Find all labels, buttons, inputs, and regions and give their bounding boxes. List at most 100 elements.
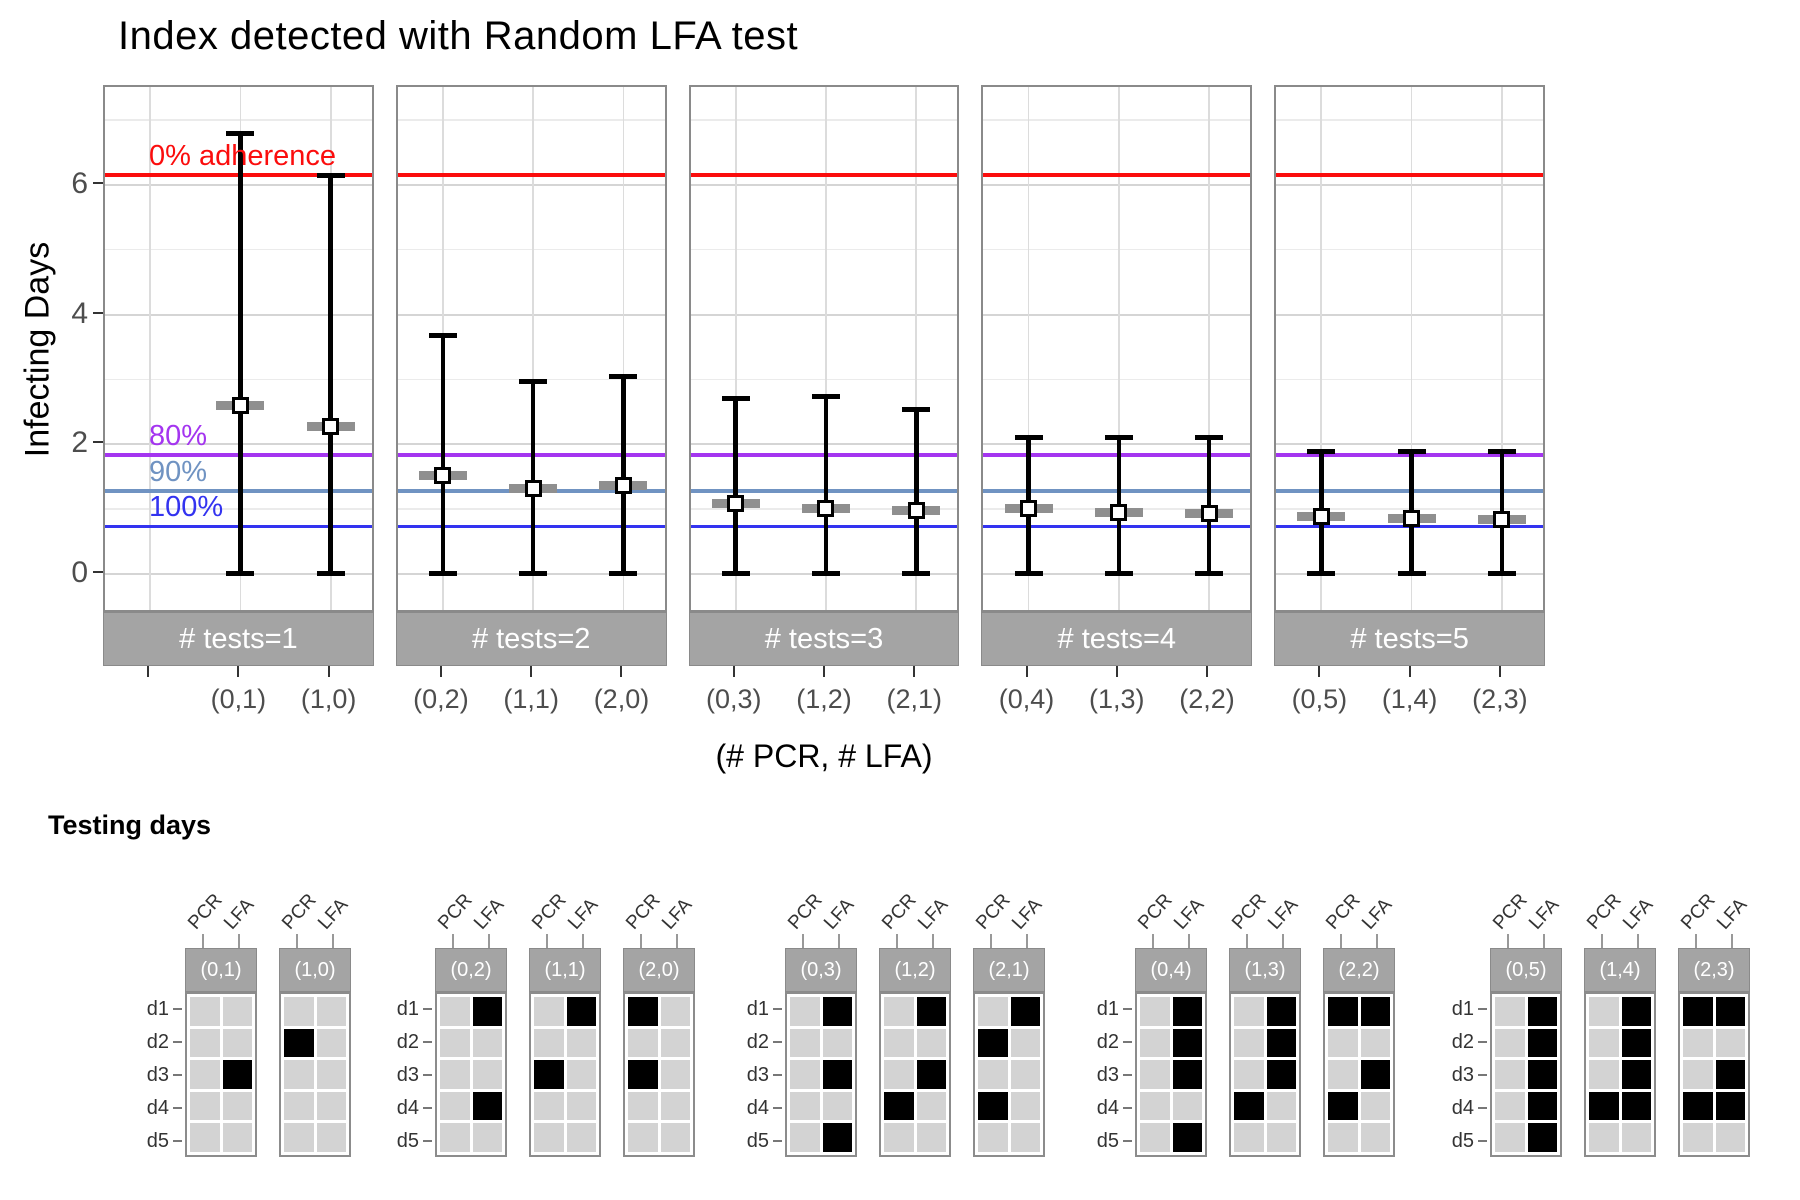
lfa-day-cell (916, 1028, 946, 1058)
column-tick (332, 934, 334, 948)
error-bar-cap-top (226, 130, 255, 136)
y-tick (93, 441, 103, 444)
column-tick (1507, 934, 1509, 948)
day-row-label: d5 (146, 1129, 169, 1152)
day-row-label: d2 (396, 1030, 419, 1053)
schedule-grid (785, 992, 857, 1157)
lfa-day-cell (316, 1060, 346, 1089)
error-bar-cap-top (428, 332, 457, 338)
facet-panel (981, 85, 1253, 612)
column-tick (1731, 934, 1733, 948)
pcr-day-cell (190, 1091, 220, 1121)
x-tick (327, 666, 330, 677)
ref-line-label: 80% (149, 420, 208, 453)
combo-strip: (0,1) (185, 948, 257, 992)
pcr-column-label: PCR (1677, 889, 1720, 934)
error-bar-stem (823, 396, 829, 574)
pcr-day-cell (284, 997, 314, 1026)
facet-strip: # tests=2 (395, 612, 667, 666)
pcr-day-cell (628, 997, 658, 1026)
error-bar-stem (914, 409, 919, 574)
day-row-label: d5 (746, 1129, 769, 1152)
lfa-day-cell (472, 1091, 502, 1121)
error-bar-stem (440, 335, 446, 574)
ref-line-0adherence (397, 173, 665, 177)
gridline-x (1501, 87, 1503, 610)
pcr-day-cell (790, 1028, 820, 1058)
pcr-day-cell (284, 1091, 314, 1121)
schedule-grid (1323, 992, 1395, 1157)
schedule-grid (1490, 992, 1562, 1157)
error-bar-cap-top (1195, 435, 1224, 441)
lfa-day-cell (822, 997, 852, 1026)
combo-strip: (0,2) (435, 948, 507, 992)
y-tick-label: 0 (71, 555, 88, 589)
error-bar-stem (733, 398, 738, 574)
pcr-day-cell (1234, 1060, 1264, 1089)
pcr-day-cell (978, 997, 1008, 1026)
gridline-minor (690, 119, 958, 121)
lfa-column-label: LFA (1713, 894, 1752, 934)
day-row-tick (1478, 1040, 1487, 1043)
column-tick (1695, 934, 1697, 948)
pcr-day-cell (1328, 1091, 1358, 1121)
column-tick (838, 934, 840, 948)
column-tick (802, 934, 804, 948)
column-tick (896, 934, 898, 948)
error-bar-cap-top (902, 406, 931, 412)
lfa-day-cell (222, 1123, 252, 1152)
gridline-x (734, 87, 737, 610)
facet-4: # tests=4(0,4)(1,3)(2,2) (981, 85, 1253, 714)
pcr-day-cell (1495, 1091, 1525, 1121)
lfa-day-cell (1621, 1123, 1651, 1152)
error-bar-stem (530, 381, 536, 574)
gridline-minor (397, 248, 665, 251)
error-bar-cap-top (1014, 435, 1043, 441)
x-tick (1318, 666, 1321, 677)
day-row-label: d5 (1096, 1129, 1119, 1152)
median-marker (524, 479, 542, 497)
lfa-day-cell (1360, 1091, 1390, 1121)
y-axis-title: Infecting Days (18, 241, 57, 458)
lfa-column-label: LFA (1525, 894, 1564, 934)
x-axis-title: (# PCR, # LFA) (715, 738, 933, 774)
column-tick (238, 934, 240, 948)
day-row-tick (1123, 1073, 1132, 1076)
facet-3: # tests=3(0,3)(1,2)(2,1) (688, 85, 960, 714)
lfa-day-cell (222, 1060, 252, 1089)
day-row-tick (773, 1040, 782, 1043)
day-row-tick (1123, 1106, 1132, 1109)
lfa-day-cell (1360, 997, 1390, 1026)
lfa-day-cell (1527, 1060, 1557, 1089)
column-tick (546, 934, 548, 948)
pcr-column-label: PCR (278, 889, 321, 934)
pcr-day-cell (1589, 1028, 1619, 1058)
lfa-day-cell (660, 1028, 690, 1058)
column-tick (1637, 934, 1639, 948)
pcr-day-cell (884, 997, 914, 1026)
x-tick (530, 666, 533, 677)
lfa-day-cell (472, 1060, 502, 1089)
lfa-day-cell (222, 997, 252, 1026)
pcr-day-cell (1495, 1028, 1525, 1058)
lfa-day-cell (566, 997, 596, 1026)
lfa-day-cell (1266, 997, 1296, 1026)
error-bar-cap-bottom (1195, 571, 1224, 577)
day-row-tick (773, 1007, 782, 1010)
lfa-day-cell (916, 997, 946, 1026)
lfa-day-cell (822, 1028, 852, 1058)
pcr-day-cell (884, 1028, 914, 1058)
combo-strip: (1,0) (279, 948, 351, 992)
column-tick (932, 934, 934, 948)
combo-strip: (1,1) (529, 948, 601, 992)
day-row-tick (1478, 1007, 1487, 1010)
lfa-day-cell (1621, 997, 1651, 1026)
combo-strip: (0,5) (1490, 948, 1562, 992)
schedule-grid (279, 992, 351, 1157)
error-bar-cap-bottom (428, 571, 457, 577)
